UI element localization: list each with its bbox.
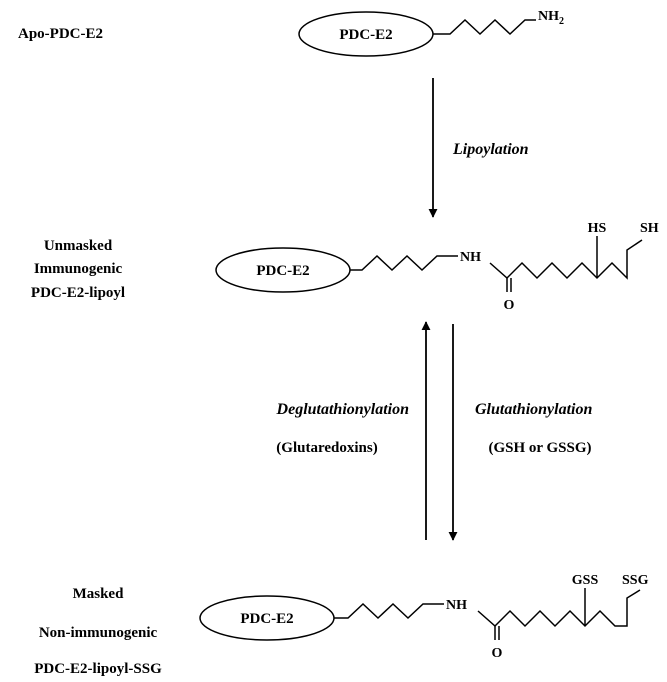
protein-label-unmasked: PDC-E2 bbox=[256, 263, 309, 279]
carbonyl-o-unmasked: O bbox=[504, 298, 515, 313]
unmasked-label: Unmasked Immunogenic PDC-E2-lipoyl bbox=[31, 238, 125, 301]
gss-group: GSS bbox=[572, 573, 599, 588]
ssg-group: SSG bbox=[622, 573, 649, 588]
glutathionylation-agent: (GSH or GSSG) bbox=[488, 440, 591, 456]
lipoyl-chain-masked bbox=[477, 589, 641, 628]
lipoylation-label: Lipoylation bbox=[452, 141, 529, 158]
amide-nh-unmasked: NH bbox=[460, 250, 481, 265]
protein-label-apo: PDC-E2 bbox=[339, 27, 392, 43]
unmasked-label-line1: Unmasked bbox=[44, 238, 113, 254]
masked-label-line2: Non-immunogenic bbox=[39, 625, 158, 641]
apo-structure: PDC-E2 NH2 bbox=[298, 9, 564, 57]
lipoyl-chain-unmasked bbox=[489, 239, 643, 280]
amide-nh-masked: NH bbox=[446, 598, 467, 613]
masked-label-line1: Masked bbox=[73, 586, 124, 602]
masked-label-line3: PDC-E2-lipoyl-SSG bbox=[34, 661, 162, 677]
lysine-chain-masked bbox=[334, 602, 444, 620]
deglutathionylation-agent: (Glutaredoxins) bbox=[276, 440, 377, 456]
deglutathionylation-label: Deglutathionylation bbox=[276, 401, 410, 418]
thiol-hs: HS bbox=[588, 221, 607, 236]
masked-structure: PDC-E2 NH O GSS SSG bbox=[199, 573, 649, 661]
unmasked-label-line3: PDC-E2-lipoyl bbox=[31, 285, 125, 301]
protein-label-masked: PDC-E2 bbox=[240, 611, 293, 627]
unmasked-label-line2: Immunogenic bbox=[34, 261, 123, 277]
apo-label: Apo-PDC-E2 bbox=[18, 26, 103, 42]
thiol-sh: SH bbox=[640, 221, 659, 236]
lysine-chain-unmasked bbox=[350, 254, 458, 272]
glutathionylation-label: Glutathionylation bbox=[475, 401, 592, 418]
lysine-chain-apo bbox=[433, 18, 536, 36]
carbonyl-o-masked: O bbox=[492, 646, 503, 661]
masked-label: Masked Non-immunogenic PDC-E2-lipoyl-SSG bbox=[34, 586, 162, 677]
unmasked-structure: PDC-E2 NH O HS SH bbox=[215, 221, 659, 313]
amine-group: NH2 bbox=[538, 9, 564, 27]
